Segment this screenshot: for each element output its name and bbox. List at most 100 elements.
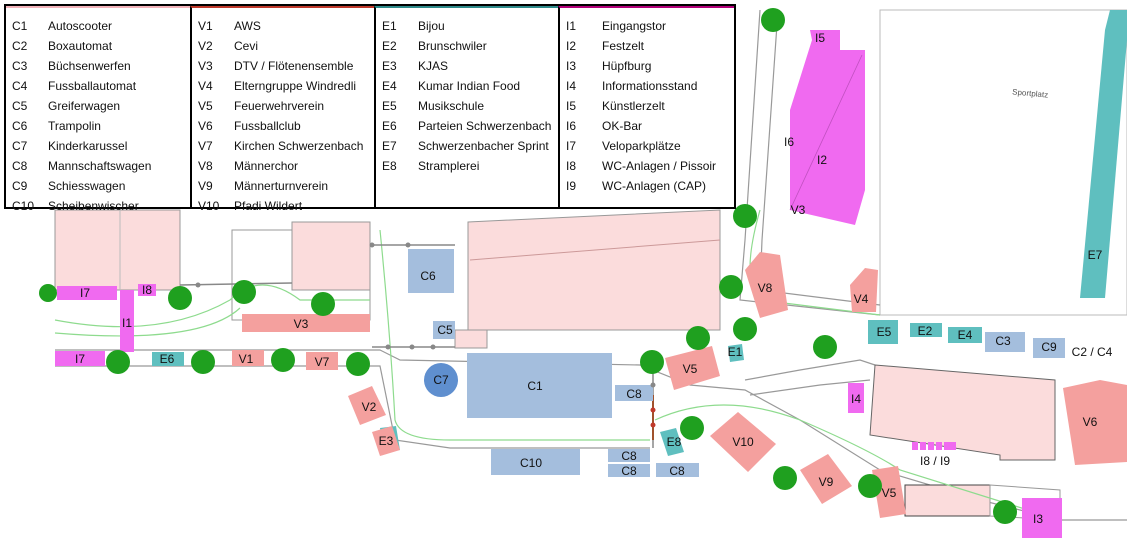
legend-name: Künstlerzelt <box>602 99 665 113</box>
legend-name: Hüpfburg <box>602 59 652 73</box>
legend-code: C7 <box>12 139 28 153</box>
legend-name: Kinderkarussel <box>48 139 128 153</box>
legend-name: Parteien Schwerzenbach <box>418 119 552 133</box>
area-V4 <box>850 268 878 312</box>
legend-name: Männerchor <box>234 159 299 173</box>
label-V10: V10 <box>732 435 754 449</box>
barrier-nodes <box>650 407 656 428</box>
tree <box>858 474 882 498</box>
label-I7-south: I7 <box>75 352 85 366</box>
legend-row: I6 OK-Bar <box>560 116 734 136</box>
label-V9: V9 <box>819 475 834 489</box>
label-I6: I6 <box>784 135 794 149</box>
tree <box>191 350 215 374</box>
area-E8 <box>660 428 684 456</box>
legend-code: I7 <box>566 139 577 153</box>
node <box>650 382 656 388</box>
legend-name: Greiferwagen <box>48 99 121 113</box>
area-V7 <box>306 352 338 370</box>
building <box>454 329 488 349</box>
legend-code: V3 <box>198 59 213 73</box>
tree <box>773 466 797 490</box>
area-C6 <box>408 249 454 293</box>
label-C2-C4: C2 / C4 <box>1072 345 1113 359</box>
node <box>385 344 391 350</box>
wc-unit <box>944 442 956 450</box>
legend-name: Musikschule <box>418 99 485 113</box>
festzelt-area <box>790 30 865 225</box>
legend-code: E7 <box>382 139 397 153</box>
area-V8 <box>745 252 788 318</box>
label-I2: I2 <box>817 153 827 167</box>
label-E7: E7 <box>1088 248 1103 262</box>
map-labels: C6 C5 C1 C7 C8 C8 C8 C8 C10 C3 C9 C2 / C… <box>75 31 1113 526</box>
node <box>405 242 411 248</box>
node <box>409 344 415 350</box>
label-C9: C9 <box>1041 340 1057 354</box>
legend-code: I6 <box>566 119 577 133</box>
area-I8-north <box>138 284 156 296</box>
legend-name: Informationsstand <box>602 79 698 93</box>
area-I7-north <box>57 286 117 300</box>
footpath <box>379 229 650 441</box>
legend-row: I7 Veloparkplätze <box>560 136 734 156</box>
tree <box>761 8 785 32</box>
label-I5: I5 <box>815 31 825 45</box>
building-line <box>469 239 721 261</box>
tree <box>640 350 664 374</box>
area-V1 <box>232 350 264 366</box>
legend-name: WC-Anlagen (CAP) <box>602 179 707 193</box>
legend-name: OK-Bar <box>602 119 643 133</box>
building <box>467 209 721 331</box>
area-E3 <box>372 426 400 456</box>
legend-name: Feuerwehrverein <box>234 99 325 113</box>
legend-name: DTV / Flötenensemble <box>234 59 354 73</box>
legend-code: I4 <box>566 79 577 93</box>
tree <box>680 416 704 440</box>
legend-name: Veloparkplätze <box>602 139 681 153</box>
label-V8: V8 <box>758 281 773 295</box>
info-areas <box>55 30 1062 538</box>
area-C9 <box>1033 338 1065 358</box>
legend-name: Kumar Indian Food <box>418 79 521 93</box>
area-C5 <box>433 321 455 339</box>
area-C3 <box>985 332 1025 352</box>
c-areas <box>408 249 1065 477</box>
label-C7: C7 <box>433 373 449 387</box>
building <box>869 364 1056 461</box>
legend-name: Fussballclub <box>234 119 301 133</box>
tree <box>346 352 370 376</box>
legend-name: Trampolin <box>48 119 101 133</box>
trees <box>39 8 1017 524</box>
area-V5-a <box>665 346 720 390</box>
wc-unit <box>936 442 942 450</box>
tree <box>106 350 130 374</box>
legend-code: V2 <box>198 39 213 53</box>
legend-name: Brunschwiler <box>418 39 487 53</box>
legend-name: Scheibenwischer <box>48 199 139 213</box>
label-V5-a: V5 <box>683 362 698 376</box>
tree <box>813 335 837 359</box>
legend-code: C8 <box>12 159 28 173</box>
area-C1 <box>467 353 612 418</box>
area-C8-a <box>615 385 653 401</box>
legend-code: I3 <box>566 59 577 73</box>
legend-code: E6 <box>382 119 397 133</box>
legend-code: C6 <box>12 119 28 133</box>
node <box>369 242 375 248</box>
tree <box>733 204 757 228</box>
